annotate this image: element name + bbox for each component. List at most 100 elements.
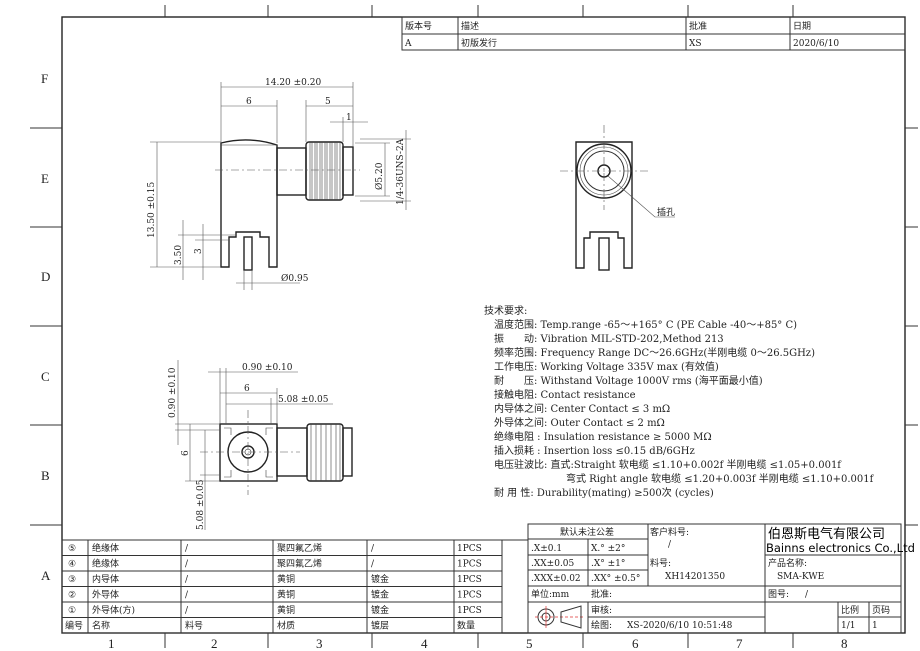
socket-callout: 插孔 [657,206,675,218]
revision-block: 版本号 描述 批准 日期 A 初版发行 XS 2020/6/10 [401,16,906,51]
dim-pin-diameter: Ø0.95 [281,273,309,284]
bom-cell: 黄铜 [277,589,295,601]
approve-label: 批准: [591,588,612,600]
bom-header-cell: 编号 [65,620,83,632]
dim-diameter: Ø5.20 [374,162,385,190]
bom-cell: / [185,544,189,554]
revision-header: 日期 [793,21,811,32]
tech-line: 振 动: Vibration MIL-STD-202,Method 213 [494,332,724,345]
tolerance: .XXX±0.02 [531,574,581,584]
dim-pad-vertical: 0.90 ±0.10 [168,367,178,418]
dim-thread-length: 5 [325,97,331,107]
revision-header: 批准 [689,20,707,32]
dim-height: 13.50 ±0.15 [147,182,157,238]
row-label: C [41,369,50,384]
tech-line: 弯式 Right angle 软电缆 ≤1.20+0.003f 半刚电缆 ≤1.… [566,472,875,485]
bom-cell: 外导体 [92,589,119,601]
drawing-no: / [805,590,809,600]
drawn-by-date: XS-2020/6/10 10:51:48 [627,621,733,631]
tech-line: 内导体之间: Center Contact ≤ 3 mΩ [494,402,670,415]
tech-line: 插入损耗 : Insertion loss ≤0.15 dB/6GHz [494,444,695,457]
bom-cell: 1PCS [457,606,482,616]
bom-cell: 镀金 [371,604,389,616]
customer-pn: / [668,540,672,550]
tech-line: 温度范围: Temp.range -65～+165° C (PE Cable -… [494,318,797,331]
bom-cell: 镀金 [371,573,389,585]
tolerance: .XX±0.05 [531,559,575,569]
row-label: D [41,269,50,284]
row-label: E [41,171,49,186]
column-label: 7 [736,636,743,651]
review-label: 审核: [591,604,612,616]
bom-cell: 绝缘体 [92,542,119,554]
row-label: B [41,468,50,483]
bom-header-cell: 名称 [92,620,110,632]
tolerance: .XX° ±0.5° [591,574,640,584]
revision-header: 描述 [461,20,479,32]
scale-label: 比例 [841,604,859,616]
tech-line: 耐 压: Withstand Voltage 1000V rms (海平面最小值… [494,374,763,387]
tech-line: 外导体之间: Outer Contact ≤ 2 mΩ [494,416,665,429]
bom-cell: 绝缘体 [92,558,119,570]
bom-cell: 内导体 [92,573,119,585]
front-view: 14.20 ±0.20 6 5 1 Ø5.20 1/4-36UNS-2A 13.… [147,78,411,290]
row-labels: F E D C B A [41,71,51,583]
column-label: 2 [211,636,218,651]
dim-body-width: 6 [246,97,252,107]
column-label: 1 [108,636,115,651]
revision-cell: A [404,39,412,49]
bom-cell: 黄铜 [277,604,295,616]
dim-height: 6 [181,450,191,456]
part-number: XH14201350 [665,572,725,582]
revision-cell: 2020/6/10 [793,39,839,49]
tech-title: 技术要求: [484,304,527,317]
bom-cell: / [371,560,375,570]
column-label: 8 [841,636,848,651]
technical-requirements: 技术要求: 温度范围: Temp.range -65～+165° C (PE C… [484,304,875,499]
bom-cell: 黄铜 [277,573,295,585]
bom-cell: / [371,544,375,554]
dim-overall-length: 14.20 ±0.20 [265,78,321,88]
bom-header-cell: 镀层 [371,620,389,632]
tech-line: 接触电阻: Contact resistance [494,388,636,401]
bom-cell: / [185,575,189,585]
bom-cell: 镀金 [371,589,389,601]
bom-cell: ① [68,606,76,616]
bom-cell: ② [68,591,76,601]
pn-label: 料号: [650,557,671,569]
dim-width: 6 [244,384,250,394]
bom-cell: 聚四氟乙烯 [277,558,322,570]
bom-cell: ④ [68,560,76,570]
dim-cap: 1 [346,113,352,123]
tech-line: 电压驻波比: 直式:Straight 软电缆 ≤1.10+0.002f 半刚电缆… [494,458,842,471]
drawn-label: 绘图: [591,619,612,631]
dim-pitch: 5.08 ±0.05 [278,395,329,405]
tech-line: 耐 用 性: Durability(mating) ≥500次 (cycles) [494,486,714,499]
side-view: 插孔 [560,125,675,271]
tech-line: 频率范围: Frequency Range DC～26.6GHz(半刚电缆 0～… [494,346,815,359]
revision-cell: 初版发行 [461,37,497,49]
column-label: 5 [526,636,533,651]
column-labels: 1 2 3 4 5 6 7 8 [108,636,848,651]
scale: 1/1 [841,621,855,631]
row-label: A [41,568,51,583]
frame-ticks [30,5,918,648]
dim-thread: 1/4-36UNS-2A [396,138,406,205]
bom-header-cell: 数量 [457,620,475,632]
bom-cell: 聚四氟乙烯 [277,542,322,554]
bom-cell: 1PCS [457,544,482,554]
tolerance: X.° ±2° [591,544,625,554]
page-number: 1 [872,621,878,631]
company-name-cn: 伯恩斯电气有限公司 [768,526,885,542]
tolerance: .X±0.1 [531,544,562,554]
customer-pn-label: 客户料号: [650,526,689,538]
tech-line: 绝缘电阻 : Insulation resistance ≥ 5000 MΩ [494,430,712,443]
column-label: 4 [421,636,428,651]
bom-header-cell: 料号 [185,620,203,632]
column-label: 6 [632,636,639,651]
